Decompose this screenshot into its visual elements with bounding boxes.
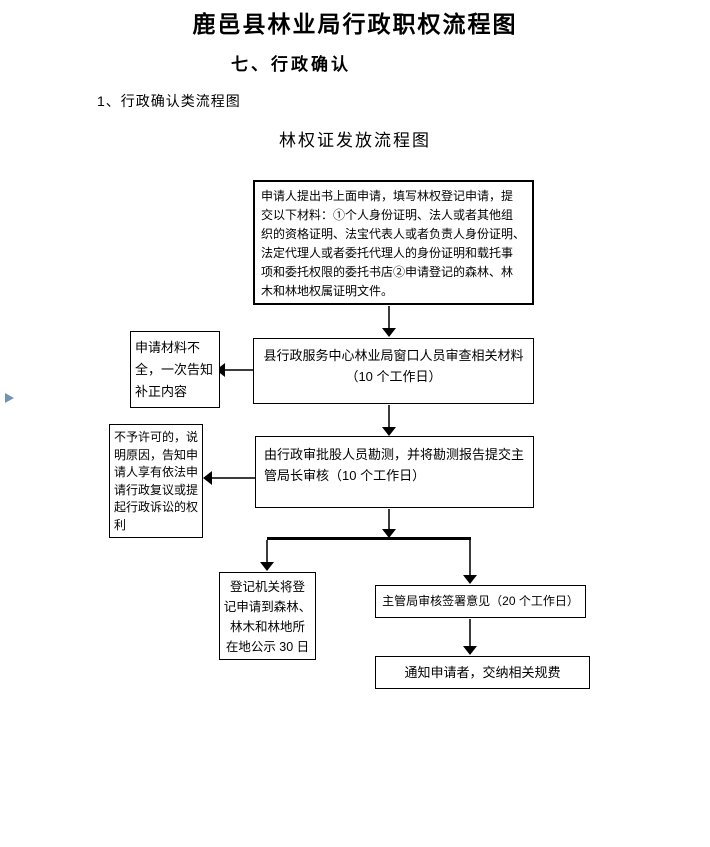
- split-connector-line: [267, 537, 471, 540]
- flow-node-window-review: 县行政服务中心林业局窗口人员审查相关材料 （10 个工作日）: [253, 338, 534, 404]
- arrow-down-head-icon: [382, 328, 396, 337]
- arrow-split-to-public-notice: [260, 540, 274, 571]
- arrow-survey-to-denial: [203, 471, 255, 485]
- flow-node-incomplete-notice: 申请材料不 全，一次告知 补正内容: [130, 331, 220, 408]
- arrow-shaft: [388, 405, 390, 428]
- arrow-shaft: [266, 540, 268, 563]
- arrow-sign-to-notify: [463, 619, 477, 655]
- arrow-review-to-survey: [382, 405, 396, 436]
- arrow-down-head-icon: [260, 562, 274, 571]
- arrow-split-to-sign: [463, 540, 477, 584]
- flow-node-notify-fee: 通知申请者，交纳相关规费: [375, 656, 590, 689]
- arrow-left-head-icon: [216, 363, 225, 377]
- arrow-down-head-icon: [463, 575, 477, 584]
- arrow-left-head-icon: [203, 471, 212, 485]
- flow-node-denial-rights: 不予许可的，说 明原因，告知申 请人享有依法申 请行政复议或提 起行政诉讼的权 …: [109, 424, 203, 538]
- arrow-shaft: [388, 306, 390, 329]
- page-title: 鹿邑县林业局行政职权流程图: [192, 11, 518, 37]
- arrow-shaft: [469, 540, 471, 576]
- arrow-down-head-icon: [463, 646, 477, 655]
- subsection-heading: 1、行政确认类流程图: [97, 93, 241, 109]
- flow-node-application: 申请人提出书上面申请，填写林权登记申请，提 交以下材料：①个人身份证明、法人或者…: [253, 180, 534, 305]
- margin-cursor-icon: [5, 393, 14, 403]
- flow-node-director-sign: 主管局审核签署意见（20 个工作日）: [375, 585, 586, 618]
- arrow-review-to-incomplete: [216, 363, 253, 377]
- flowchart-title: 林权证发放流程图: [279, 131, 431, 150]
- arrow-shaft: [388, 509, 390, 530]
- flow-node-survey: 由行政审批股人员勘测，并将勘测报告提交主 管局长审核（10 个工作日）: [255, 436, 534, 508]
- section-heading: 七、行政确认: [231, 55, 351, 74]
- flow-node-public-notice: 登记机关将登 记申请到森林、 林木和林地所 在地公示 30 日: [219, 572, 316, 660]
- arrow-shaft: [224, 369, 253, 371]
- arrow-shaft: [469, 619, 471, 647]
- arrow-down-head-icon: [382, 529, 396, 538]
- arrow-down-head-icon: [382, 427, 396, 436]
- arrow-survey-to-split: [382, 509, 396, 538]
- arrow-apply-to-review: [382, 306, 396, 337]
- arrow-shaft: [211, 477, 255, 479]
